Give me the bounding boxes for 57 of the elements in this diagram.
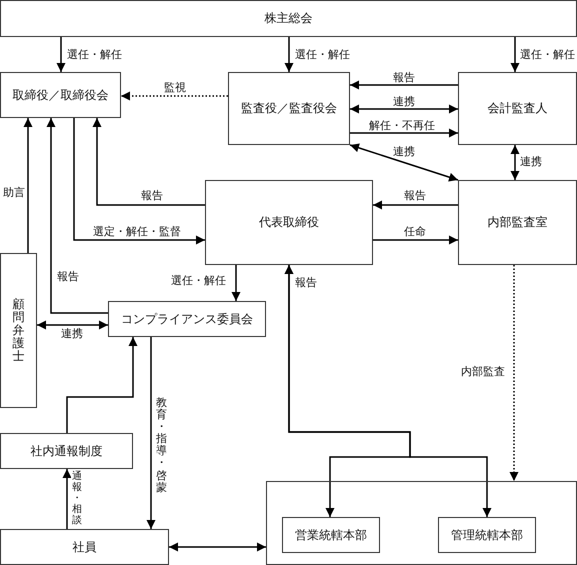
arrow xyxy=(66,337,138,433)
edge-label: 監視 xyxy=(163,81,187,94)
arrow xyxy=(73,118,205,244)
arrow xyxy=(350,104,458,114)
arrow xyxy=(350,80,458,90)
edge-label: 選任・解任 xyxy=(294,48,351,62)
arrow xyxy=(373,236,458,244)
edge-label: 連携 xyxy=(392,95,416,108)
edge-label: 選任・解任 xyxy=(66,48,123,62)
arrow xyxy=(350,144,458,182)
org-box: 代表取締役 xyxy=(205,180,373,265)
edge-label: 連携 xyxy=(60,327,84,340)
org-box: 株主総会 xyxy=(0,0,577,37)
edge-label: 報告 xyxy=(392,71,416,84)
edge-label: 解任・不再任 xyxy=(368,119,436,132)
org-box: 顧問弁護士 xyxy=(0,253,37,408)
edge-label: 連携 xyxy=(392,145,416,158)
edge-label: 連携 xyxy=(519,155,543,168)
edge-label: 助言 xyxy=(2,186,26,200)
arrow xyxy=(146,337,156,529)
edge-label: 選任・解任 xyxy=(170,274,227,288)
arrow xyxy=(510,37,520,72)
arrow xyxy=(284,265,492,517)
arrow xyxy=(350,128,458,138)
arrow xyxy=(121,92,228,100)
arrow xyxy=(169,542,266,552)
arrow xyxy=(284,37,294,72)
edge-label: 報告 xyxy=(294,276,318,290)
group-box xyxy=(266,481,577,565)
edge-label: 内部監査 xyxy=(460,365,506,378)
arrow xyxy=(62,469,72,529)
edge-label: 任命 xyxy=(403,225,427,238)
org-box: 監査役／監査役会 xyxy=(228,72,350,145)
edge-label: 選任・解任 xyxy=(519,48,576,62)
edge-label: 教育・指導・啓蒙 xyxy=(155,397,168,494)
arrow xyxy=(37,320,108,330)
org-box: 営業統轄本部 xyxy=(282,517,380,553)
org-box: 会計監査人 xyxy=(458,72,577,145)
arrow xyxy=(56,37,66,72)
arrow xyxy=(24,118,32,253)
edge-label: 報告 xyxy=(140,189,164,202)
org-box: 管理統轄本部 xyxy=(438,517,536,553)
edge-label: 報告 xyxy=(403,189,427,202)
arrow xyxy=(510,145,520,180)
org-box: 社内通報制度 xyxy=(0,433,133,469)
org-box: 内部監査室 xyxy=(458,180,577,265)
arrow xyxy=(232,265,240,301)
org-box: 社員 xyxy=(0,529,169,565)
edge-label: 通報・相談 xyxy=(71,471,83,526)
org-box: コンプライアンス委員会 xyxy=(108,301,266,337)
edge-label: 報告 xyxy=(56,270,80,284)
arrow xyxy=(92,118,205,206)
arrow xyxy=(46,118,108,314)
edge-label: 選定・解任・監督 xyxy=(92,225,182,238)
arrow xyxy=(373,200,458,210)
org-box: 取締役／取締役会 xyxy=(0,72,121,118)
arrow xyxy=(510,265,518,481)
